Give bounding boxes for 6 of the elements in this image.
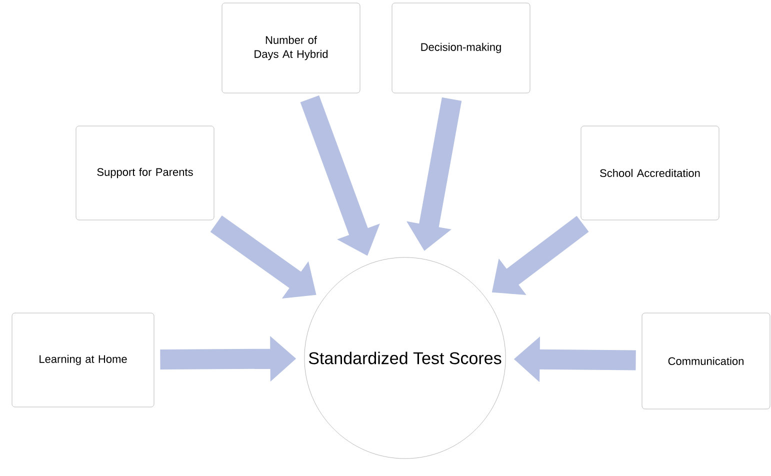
- process-box: Learning at Home: [12, 312, 154, 408]
- process-box: Number of Days At Hybrid: [222, 2, 360, 94]
- process-box: Support for Parents: [76, 126, 214, 220]
- process-box: Decision-making: [392, 2, 530, 94]
- process-box: Communication: [642, 312, 770, 410]
- process-box: School Accreditation: [580, 126, 720, 220]
